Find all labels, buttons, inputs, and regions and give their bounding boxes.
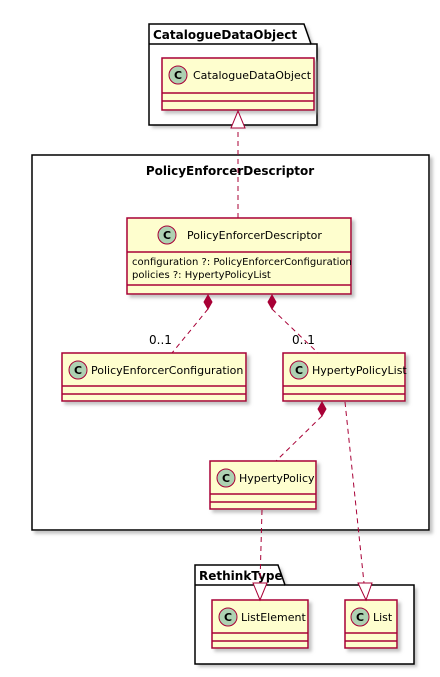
relation-inheritance-catalogue	[230, 109, 246, 218]
inheritance-arrowhead	[230, 109, 246, 129]
relation-composition-hyperty-policy	[275, 400, 327, 462]
class-list[interactable]: C List	[344, 599, 398, 649]
inheritance-arrowhead	[252, 582, 268, 602]
class-stereotype: C	[356, 611, 364, 624]
class-hyperty-policy[interactable]: C HypertyPolicy	[209, 460, 317, 510]
class-icon	[157, 225, 177, 245]
class-name: CatalogueDataObject	[193, 69, 312, 82]
package-title: PolicyEnforcerDescriptor	[146, 164, 314, 178]
class-name: PolicyEnforcerConfiguration	[91, 364, 243, 377]
class-icon	[350, 607, 370, 627]
class-icon	[218, 607, 238, 627]
class-stereotype: C	[174, 69, 182, 82]
relation-inheritance-list-element	[252, 509, 268, 602]
inheritance-arrowhead	[357, 582, 373, 602]
class-name: ListElement	[241, 611, 306, 624]
class-stereotype: C	[295, 364, 303, 377]
relation-inheritance-list	[344, 401, 373, 602]
class-catalogue-data-object[interactable]: C CatalogueDataObject	[161, 57, 315, 111]
class-policy-enforcer-descriptor[interactable]: C PolicyEnforcerDescriptor configuration…	[126, 217, 352, 295]
relation-composition-policies: 0..1	[267, 293, 319, 354]
class-policy-enforcer-configuration[interactable]: C PolicyEnforcerConfiguration	[61, 352, 247, 402]
class-icon	[168, 65, 188, 85]
class-name: HypertyPolicy	[239, 472, 315, 485]
class-list-element[interactable]: C ListElement	[211, 599, 309, 649]
class-name: PolicyEnforcerDescriptor	[187, 229, 322, 242]
class-name: List	[373, 611, 393, 624]
class-name: HypertyPolicyList	[312, 364, 407, 377]
multiplicity-label: 0..1	[292, 333, 315, 347]
package-title: RethinkType	[199, 569, 283, 583]
class-icon	[68, 360, 88, 380]
package-title: CatalogueDataObject	[153, 28, 297, 42]
class-stereotype: C	[222, 472, 230, 485]
multiplicity-label: 0..1	[149, 333, 172, 347]
class-attribute: configuration ?: PolicyEnforcerConfigura…	[132, 257, 352, 268]
class-stereotype: C	[224, 611, 232, 624]
class-icon	[216, 468, 236, 488]
class-stereotype: C	[74, 364, 82, 377]
class-icon	[289, 360, 309, 380]
relation-composition-configuration: 0..1	[149, 293, 213, 354]
class-attribute: policies ?: HypertyPolicyList	[132, 270, 271, 281]
class-stereotype: C	[163, 229, 171, 242]
class-hyperty-policy-list[interactable]: C HypertyPolicyList	[282, 352, 407, 402]
